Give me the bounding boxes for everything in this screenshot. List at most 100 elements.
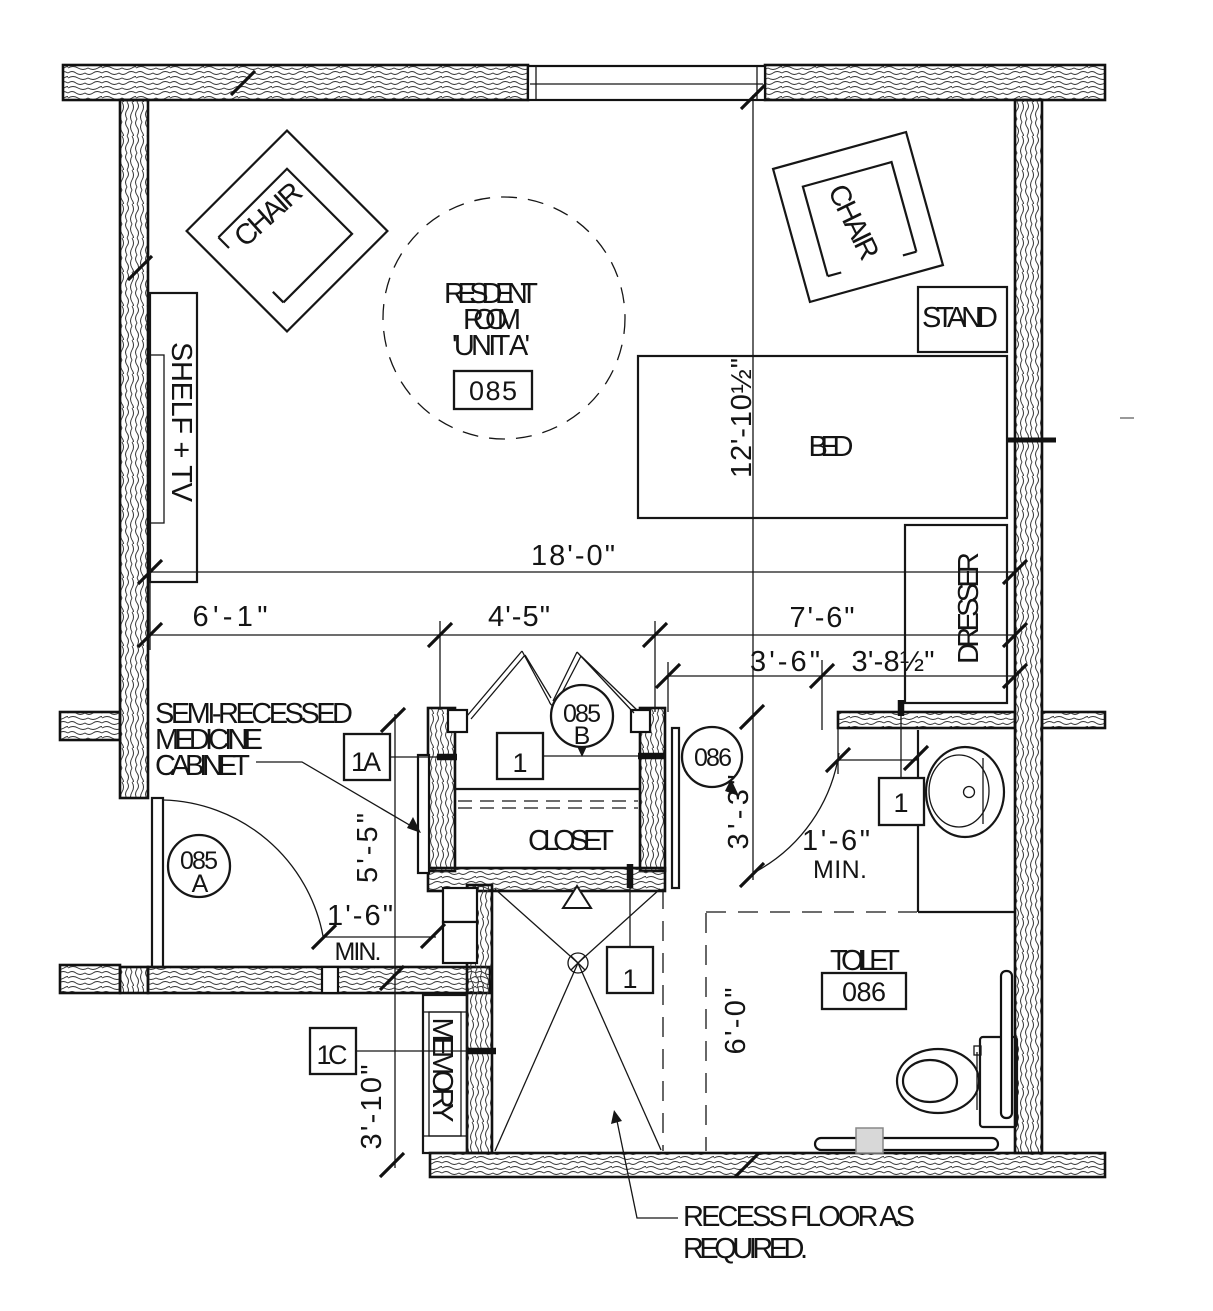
dim-bath-clear: 1'-6" <box>802 825 870 857</box>
wall-left-upper <box>118 98 150 800</box>
dim-door-side: 3'-3" <box>723 775 755 850</box>
key-1-shower-label: 1 <box>622 964 637 994</box>
key-box-1-closet <box>495 731 545 781</box>
fixtures <box>494 730 1019 1154</box>
key-box-1c <box>308 1026 358 1076</box>
door-tag-086-num: 086 <box>694 744 732 772</box>
dim-bath-clear-min: MIN. <box>813 856 867 884</box>
dim-seg-left: 6'-1" <box>193 601 268 633</box>
note-medicine-line2: MEDICINE <box>155 724 263 756</box>
memory-label: MEMORY <box>426 1018 458 1123</box>
dim-memory-wall: 3'-10" <box>356 1065 388 1150</box>
stand-label: STAND <box>922 302 998 334</box>
bed-label: BED <box>809 431 854 463</box>
dresser <box>903 523 1009 705</box>
dim-overall: 18'-0" <box>531 540 615 572</box>
wall-left-lower <box>118 965 150 995</box>
dim-seg-right: 7'-6" <box>790 602 855 634</box>
room-name-line3: 'UNIT A' <box>452 330 530 362</box>
chair-right-label: CHAIR <box>821 179 885 265</box>
toilet-label: TOILET <box>830 945 900 977</box>
door-tag-085a-letter: A <box>192 870 209 898</box>
vanity <box>916 730 1014 914</box>
key-1-sink-label: 1 <box>893 788 908 818</box>
labels: CHAIR CHAIR STAND BED SHELF + TV DRESSER… <box>155 176 998 1265</box>
key-box-1a <box>342 732 392 782</box>
dim-toilet-clear: 6'-0" <box>720 988 752 1055</box>
chair-right <box>771 130 945 304</box>
walls <box>58 63 1107 1179</box>
grab-bar-horizontal <box>813 1136 1000 1152</box>
wall-stub-right-mid <box>1040 710 1107 730</box>
door-086 <box>670 726 840 890</box>
wall-stub-left-mid <box>58 710 122 742</box>
floor-fixture <box>855 1127 884 1154</box>
door-085a <box>150 796 324 969</box>
jamb-closet-left <box>446 708 469 734</box>
wall-bath-north <box>836 710 1017 730</box>
wall-closet-east <box>638 706 667 873</box>
note-recess-line1: RECESS FLOOR AS <box>683 1201 915 1233</box>
key-1-closet-label: 1 <box>512 748 527 778</box>
door-tag-085b <box>549 683 615 749</box>
key-1c-label: 1C <box>317 1040 348 1070</box>
dim-vanity-width: 3'-8½" <box>852 646 935 678</box>
door-tag-085a <box>166 833 232 899</box>
jamb-shower-lower <box>441 920 479 965</box>
room-number-box <box>452 369 534 411</box>
wall-stub-left-bottom <box>58 963 122 995</box>
room-number: 085 <box>469 376 517 406</box>
memory-box <box>421 993 469 1155</box>
shower <box>494 884 662 1152</box>
key-box-1-sink <box>877 776 926 827</box>
tags <box>166 196 926 1076</box>
dim-entry-clear: 1'-6" <box>327 900 393 932</box>
bifold-doors-085b <box>466 650 638 720</box>
wall-right <box>1013 98 1044 1155</box>
wall-top-right <box>763 63 1107 102</box>
jamb-closet-right <box>629 708 652 734</box>
toilet-fixture <box>895 1035 1019 1129</box>
closet-internals <box>455 787 640 809</box>
room-name-line1: RESIDENT <box>444 278 538 310</box>
room-name-line2: ROOM <box>463 304 521 336</box>
shelf-tv-label: SHELF + TV <box>165 342 197 503</box>
note-medicine-line3: CABINET <box>155 750 250 782</box>
bed <box>636 354 1009 520</box>
dim-closet-depth: 5'-5" <box>352 813 384 883</box>
door-tag-085a-num: 085 <box>180 847 218 875</box>
tag-arrow-086-icon <box>725 779 739 796</box>
dim-room-depth: 12'-10½" <box>726 358 758 478</box>
dimension-lines <box>126 69 1134 1179</box>
stand <box>916 285 1009 354</box>
wall-bottom <box>428 1151 1107 1179</box>
sink <box>924 745 1006 839</box>
closet-label: CLOSET <box>528 825 614 857</box>
dim-entry-clear-min: MIN. <box>335 938 382 966</box>
shelf-tv <box>148 291 199 584</box>
key-1a-label: 1A <box>351 747 381 777</box>
jamb-hall <box>320 965 340 995</box>
wall-hall <box>146 965 492 995</box>
note-medicine-line1: SEMI-RECESSED <box>155 698 353 730</box>
window <box>526 64 767 102</box>
room-label-circle <box>382 196 626 440</box>
jamb-shower-upper <box>441 886 479 924</box>
chair-left <box>185 129 389 333</box>
medicine-cabinet <box>416 753 431 875</box>
key-box-1-shower <box>605 945 655 995</box>
door-tag-085b-letter: B <box>574 722 591 750</box>
grab-bar-vertical <box>999 969 1014 1120</box>
recess-arrow-icon <box>611 1110 622 1124</box>
note-recess-line2: REQUIRED. <box>683 1233 808 1265</box>
furniture <box>148 129 1009 1155</box>
dresser-label: DRESSER <box>953 552 985 664</box>
sink-drain-icon <box>962 785 976 799</box>
leader-arrow-icon <box>407 817 421 833</box>
threshold-marker-icon <box>561 884 593 909</box>
dim-seg-closet: 4'-5" <box>488 601 550 633</box>
door-tag-085b-num: 085 <box>563 700 601 728</box>
shower-drain-icon <box>567 952 589 974</box>
